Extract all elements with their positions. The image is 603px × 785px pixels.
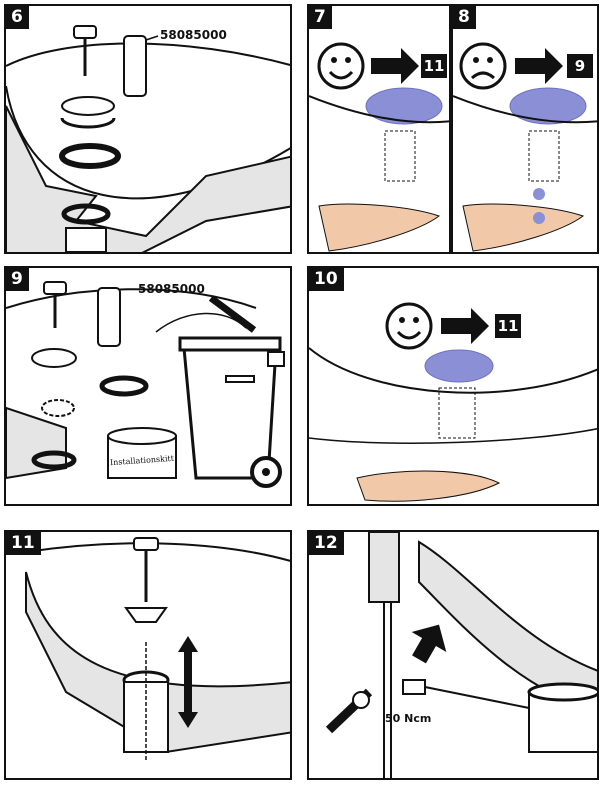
step-9-part-number: 58085000 — [138, 282, 205, 296]
step-11-illustration — [25, 537, 290, 762]
step-8-illustration — [453, 42, 597, 252]
step-7-goto-badge: 11 — [421, 54, 447, 78]
step-12-illustration — [325, 532, 597, 778]
step-7-number: 7 — [309, 6, 332, 29]
step-7-panel: 7 11 — [307, 4, 451, 254]
step-12-panel: 12 50 Ncm — [307, 530, 599, 780]
step-7-illustration — [309, 42, 449, 252]
smiley-face-icon — [385, 302, 433, 350]
smiley-face-icon — [317, 42, 365, 90]
step-8-number: 8 — [453, 6, 476, 29]
step-6-part-number: 58085000 — [160, 28, 227, 42]
step-9-number: 9 — [6, 268, 29, 291]
right-arrow-icon — [371, 48, 419, 84]
step-10-number: 10 — [309, 268, 344, 291]
sad-face-icon — [459, 42, 507, 90]
step-6-number: 6 — [6, 6, 29, 29]
step-10-panel: 10 11 — [307, 266, 599, 506]
step-6-panel: 6 58085000 — [4, 4, 292, 254]
step-12-number: 12 — [309, 532, 344, 555]
step-9-illustration — [6, 281, 285, 488]
step-9-panel: 9 58085000 Installationskitt — [4, 266, 292, 506]
step-8-goto-badge: 9 — [567, 54, 593, 78]
step-8-panel: 8 9 — [451, 4, 599, 254]
step-10-illustration — [309, 302, 597, 502]
right-arrow-icon — [515, 48, 563, 84]
step-12-torque: 50 Ncm — [385, 712, 432, 725]
step-6-illustration — [6, 25, 290, 252]
step-10-goto-badge: 11 — [495, 314, 521, 338]
step-11-number: 11 — [6, 532, 41, 555]
trash-bin-icon — [178, 336, 285, 488]
right-arrow-icon — [441, 308, 489, 344]
step-11-panel: 11 — [4, 530, 292, 780]
